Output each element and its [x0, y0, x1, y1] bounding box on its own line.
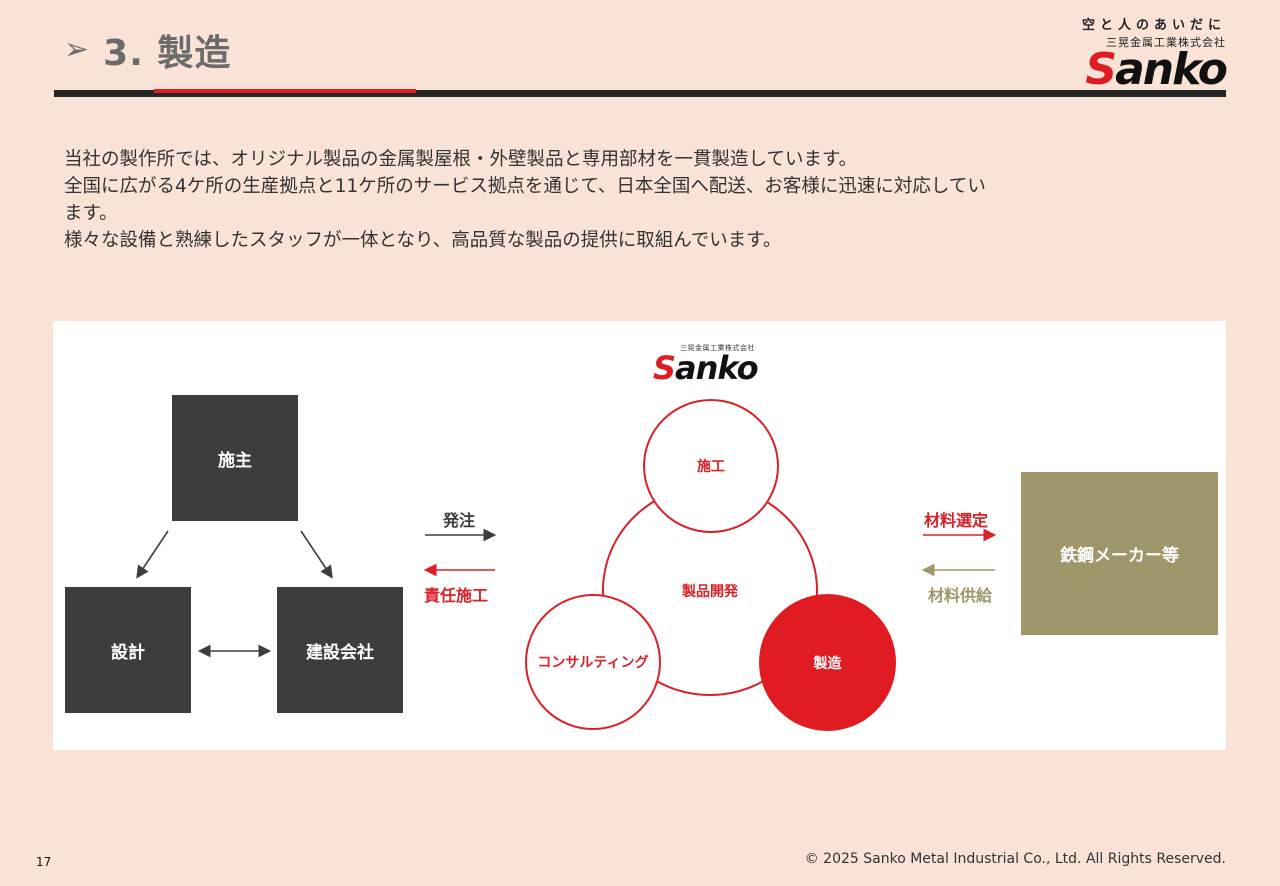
logo-wordmark: Sanko: [1056, 48, 1228, 92]
circle-construction: 施工: [643, 399, 779, 533]
page-title: 3. 製造: [103, 33, 232, 74]
logo-wordmark-s: S: [1085, 44, 1117, 95]
sanko-logo: 空と人のあいだに 三晃金属工業株式会社 Sanko: [1056, 14, 1228, 92]
center-logo-rest: anko: [675, 349, 758, 387]
intro-line: 様々な設備と熟練したスタッフが一体となり、高品質な製品の提供に取組んでいます。: [64, 230, 782, 251]
center-sanko-logo: 三晃金属工業株式会社 Sanko: [653, 343, 773, 384]
center-logo-s: S: [653, 349, 676, 387]
circle-construction-label: 施工: [697, 459, 725, 475]
arrow-owner-to-design: [136, 530, 169, 579]
box-steel-maker: 鉄鋼メーカー等: [1021, 472, 1218, 635]
box-design: 設計: [65, 587, 191, 713]
header-divider-accent: [154, 89, 416, 93]
label-material-supply: 材料供給: [928, 586, 993, 605]
intro-line: 全国に広がる4ケ所の生産拠点と11ケ所のサービス拠点を通じて、日本全国へ配送、お…: [64, 176, 986, 197]
header-divider: [54, 89, 1226, 97]
circle-product-development-label: 製品開発: [682, 583, 738, 600]
center-logo-company: 三晃金属工業株式会社: [680, 344, 755, 352]
circle-consulting: コンサルティング: [525, 594, 661, 730]
box-construction-company: 建設会社: [277, 587, 403, 713]
circle-manufacturing-label: 製造: [813, 655, 842, 672]
logo-company-name: 三晃金属工業株式会社: [1106, 36, 1226, 49]
logo-tagline: 空と人のあいだに: [1081, 18, 1226, 33]
center-logo-wordmark: Sanko: [653, 352, 773, 384]
label-order: 発注: [443, 511, 476, 530]
box-owner: 施主: [172, 395, 298, 521]
intro-text: 当社の製作所では、オリジナル製品の金属製屋根・外壁製品と専用部材を一貫製造してい…: [64, 146, 1224, 254]
arrow-owner-to-construction: [300, 530, 333, 579]
title-bar: ➢ 3. 製造: [64, 24, 231, 76]
diagram-arrows: [136, 528, 997, 658]
intro-line: 当社の製作所では、オリジナル製品の金属製屋根・外壁製品と専用部材を一貫製造してい…: [64, 149, 858, 170]
label-material-selection: 材料選定: [924, 511, 989, 530]
circle-consulting-label: コンサルティング: [537, 655, 649, 671]
copyright-notice: © 2025 Sanko Metal Industrial Co., Ltd. …: [804, 851, 1226, 867]
business-diagram: 施主 設計 建設会社 鉄鋼メーカー等 発注 責任施工 材料選定 材料供給 三晃金…: [53, 321, 1226, 750]
circle-manufacturing: 製造: [759, 594, 896, 731]
arrow-bullet-icon: ➢: [64, 32, 90, 67]
label-responsibility: 責任施工: [424, 586, 489, 605]
logo-wordmark-rest: anko: [1115, 44, 1228, 95]
intro-line: ます。: [64, 203, 118, 224]
page-number: 17: [36, 855, 52, 869]
